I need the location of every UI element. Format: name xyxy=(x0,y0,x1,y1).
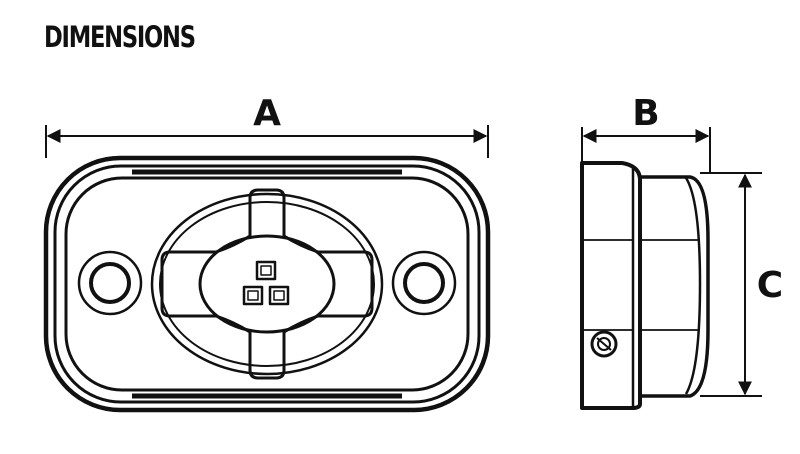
mount-hole-right xyxy=(391,250,457,316)
page-title: DIMENSIONS xyxy=(44,20,196,54)
led-bottom-left xyxy=(242,285,264,306)
lens-outer xyxy=(150,192,384,376)
cross-reflector xyxy=(160,188,374,380)
front-view xyxy=(43,155,491,413)
mount-hole-left xyxy=(77,250,143,316)
led-top xyxy=(255,260,277,281)
dimension-a: A xyxy=(45,93,489,158)
housing-outer xyxy=(43,155,491,413)
lens-middle xyxy=(159,201,375,367)
dimension-c: C xyxy=(700,172,783,397)
side-lens xyxy=(640,175,710,398)
side-body xyxy=(580,161,642,410)
housing-inner xyxy=(64,176,470,392)
label-c: C xyxy=(757,265,783,306)
led-oval xyxy=(198,234,336,334)
dimension-b: B xyxy=(581,93,711,172)
side-view xyxy=(580,161,710,410)
housing-rim xyxy=(53,164,481,404)
side-screw xyxy=(590,330,618,358)
label-a: A xyxy=(253,93,281,134)
label-b: B xyxy=(632,93,659,134)
led-bottom-right xyxy=(268,285,290,306)
